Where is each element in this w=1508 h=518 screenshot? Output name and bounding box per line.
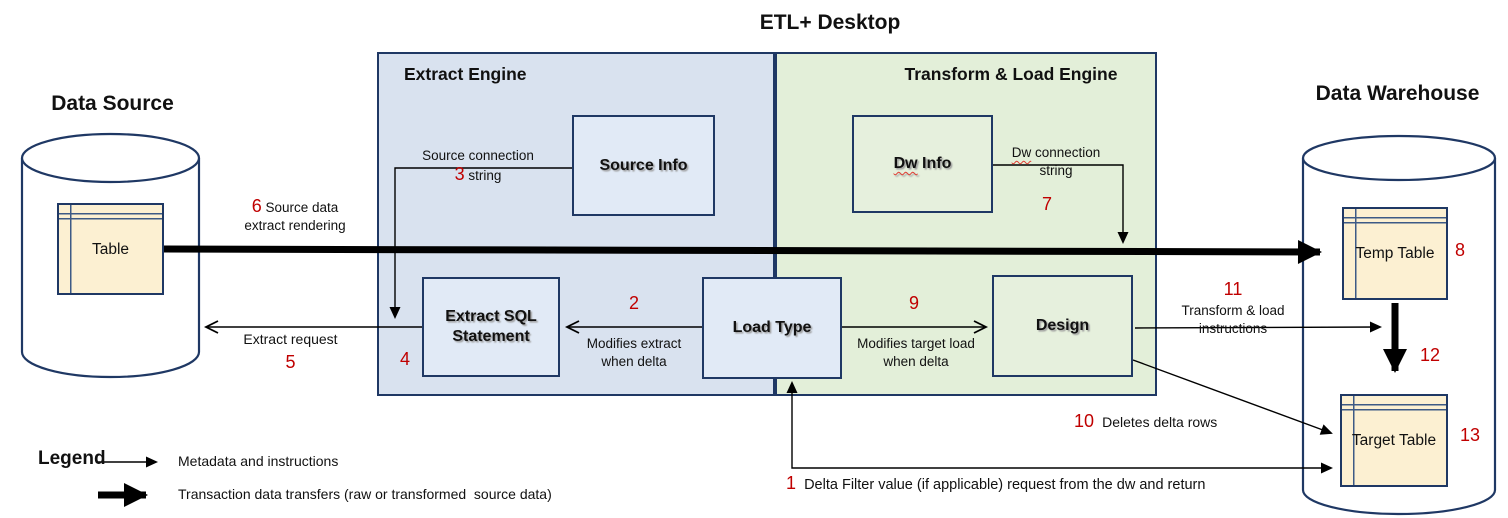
source-table-label: Table [91, 240, 130, 258]
legend-item-transaction: Transaction data transfers (raw or trans… [178, 486, 552, 502]
badge-3: 3 [454, 164, 465, 184]
target-table: Target Table [1340, 394, 1448, 487]
dw-info-box: Dw Info [852, 115, 993, 213]
legend-item-metadata: Metadata and instructions [178, 453, 339, 469]
label-modifies-target-load: Modifies target load when delta [857, 336, 975, 369]
design-box: Design [992, 275, 1133, 377]
badge-4: 4 [400, 349, 411, 369]
label-deletes-delta-rows: 10 Deletes delta rows [1074, 411, 1218, 431]
badge-8: 8 [1455, 240, 1466, 260]
transform-load-engine-heading: Transform & Load Engine [904, 64, 1118, 84]
page-title: ETL+ Desktop [759, 11, 901, 34]
badge-5: 5 [285, 352, 296, 372]
arrow-transform-load-instructions [1134, 321, 1382, 333]
badge-1: 1 [786, 473, 797, 493]
badge-13: 13 [1460, 425, 1481, 445]
temp-table: Temp Table [1342, 207, 1448, 300]
arrow-source-data-extract [163, 239, 1322, 264]
badge-12: 12 [1420, 345, 1441, 365]
design-label: Design [1035, 317, 1090, 334]
source-info-label: Source Info [599, 156, 688, 174]
source-table: Table [57, 203, 164, 295]
badge-6: 6 [251, 196, 262, 216]
badge-10: 10 [1074, 411, 1095, 431]
temp-table-label: Temp Table [1355, 245, 1435, 262]
extract-engine-heading: Extract Engine [404, 64, 527, 84]
badge-2: 2 [628, 293, 639, 313]
extract-sql-statement-box: Extract SQL Statement [422, 277, 560, 377]
data-source-heading: Data Source [51, 92, 174, 115]
arrow-dw-connection-string [993, 164, 1129, 244]
source-info-box: Source Info [572, 115, 715, 216]
legend-heading: Legend [38, 448, 106, 469]
label-extract-request: Extract request 5 [228, 330, 353, 371]
label-modifies-extract: Modifies extract when delta [586, 336, 682, 369]
arrow-source-connection-string [389, 167, 572, 319]
label-source-connection-string: Source connection 3 string [422, 148, 534, 184]
label-source-data-extract: 6 Source data extract rendering [244, 196, 346, 233]
badge-11: 11 [1223, 279, 1243, 299]
data-source-cylinder-top [20, 132, 201, 184]
label-dw-connection-string: Dw connection string [1011, 145, 1101, 178]
data-warehouse-heading: Data Warehouse [1315, 82, 1480, 105]
data-warehouse-cylinder-top [1301, 134, 1497, 182]
load-type-label: Load Type [732, 319, 812, 336]
badge-7: 7 [1042, 194, 1053, 214]
label-delta-filter-value: 1 Delta Filter value (if applicable) req… [786, 473, 1206, 493]
load-type-box: Load Type [702, 277, 842, 379]
target-table-label: Target Table [1351, 432, 1437, 449]
dw-info-label: Dw Info [893, 155, 952, 172]
arrow-delta-filter-value [786, 381, 1333, 474]
badge-9: 9 [908, 293, 919, 313]
label-transform-load-instructions: 11 Transform & load instructions [1167, 280, 1299, 338]
extract-sql-statement-label: Extract SQL Statement [445, 308, 537, 345]
